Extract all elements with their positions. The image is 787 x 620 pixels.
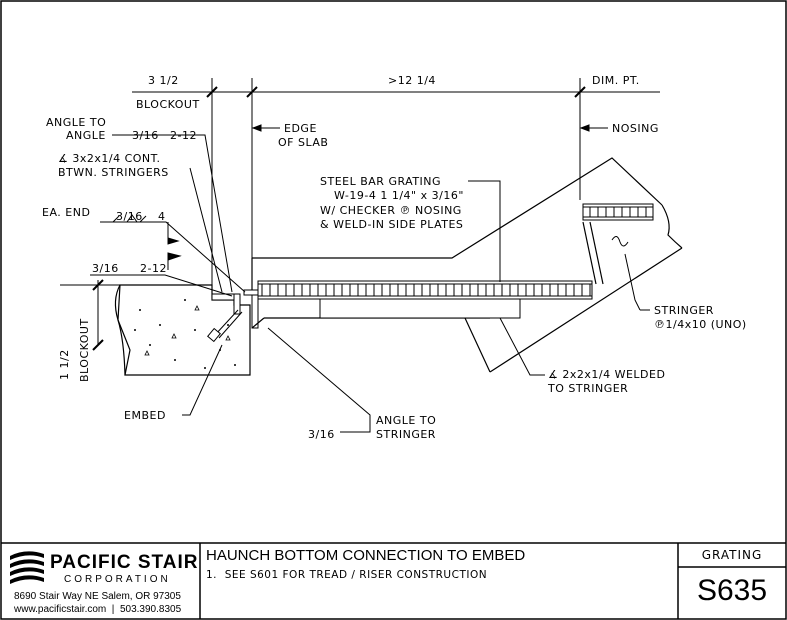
leader-lines	[90, 134, 650, 433]
label-nosing: NOSING	[612, 122, 659, 135]
dim-vertical-blockout: BLOCKOUT	[78, 318, 91, 382]
label-grating-4: & WELD-IN SIDE PLATES	[320, 218, 463, 231]
embed-assembly	[207, 289, 259, 343]
weld2-length: 4	[158, 210, 166, 223]
steel-bar-grating	[257, 203, 654, 319]
weld1-length: 2-12	[170, 129, 197, 142]
sheet-number: S635	[696, 574, 768, 607]
sheet-category: GRATING	[701, 548, 763, 562]
title-block-frame	[1, 542, 786, 619]
label-angle-welded-1: ∡ 2x2x1/4 WELDED	[548, 368, 665, 381]
label-grating-3: W/ CHECKER ℗ NOSING	[320, 204, 462, 217]
company-subname: CORPORATION	[64, 574, 171, 585]
company-contact: www.pacificstair.com | 503.390.8305	[14, 604, 182, 615]
dim-vertical: 1 1/2	[58, 349, 71, 380]
label-stringer-1: STRINGER	[654, 304, 714, 317]
label-cont-angle-1: ∡ 3x2x1/4 CONT.	[58, 152, 161, 165]
company-address: 8690 Stair Way NE Salem, OR 97305	[14, 591, 181, 602]
weld4-size: 3/16	[308, 428, 335, 441]
label-angle-to-stringer-1: ANGLE TO	[376, 414, 436, 427]
drawing-note: 1. SEE S601 FOR TREAD / RISER CONSTRUCTI…	[206, 569, 488, 581]
stringer	[251, 157, 683, 373]
label-edge-of-slab-1: EDGE	[284, 122, 317, 135]
dim-point: DIM. PT.	[592, 74, 640, 87]
label-angle-to-angle-2: ANGLE	[66, 129, 106, 142]
label-edge-of-slab-2: OF SLAB	[278, 136, 328, 149]
label-angle-to-angle-1: ANGLE TO	[46, 116, 106, 129]
label-embed: EMBED	[124, 409, 166, 422]
label-angle-welded-2: TO STRINGER	[547, 382, 628, 395]
label-angle-to-stringer-2: STRINGER	[376, 428, 436, 441]
dim-blockout-label: BLOCKOUT	[136, 98, 200, 111]
weld1-size: 3/16	[132, 129, 159, 142]
label-cont-angle-2: BTWN. STRINGERS	[58, 166, 169, 179]
label-grating-2: W-19-4 1 1/4" x 3/16"	[334, 189, 464, 202]
weld3-length: 2-12	[140, 262, 167, 275]
dim-blockout-width: 3 1/2	[148, 74, 179, 87]
company-logo-icon	[10, 551, 44, 584]
label-ea-end: EA. END	[42, 206, 90, 219]
dim-span: >12 1/4	[388, 74, 436, 87]
weld3-size: 3/16	[92, 262, 119, 275]
weld2-size: 3/16	[116, 210, 143, 223]
drawing-title: HAUNCH BOTTOM CONNECTION TO EMBED	[206, 547, 526, 564]
label-grating-1: STEEL BAR GRATING	[320, 175, 441, 188]
concrete-slab	[60, 284, 251, 376]
company-name: PACIFIC STAIR	[50, 552, 199, 573]
label-stringer-2: ℗1/4x10 (UNO)	[654, 318, 747, 331]
